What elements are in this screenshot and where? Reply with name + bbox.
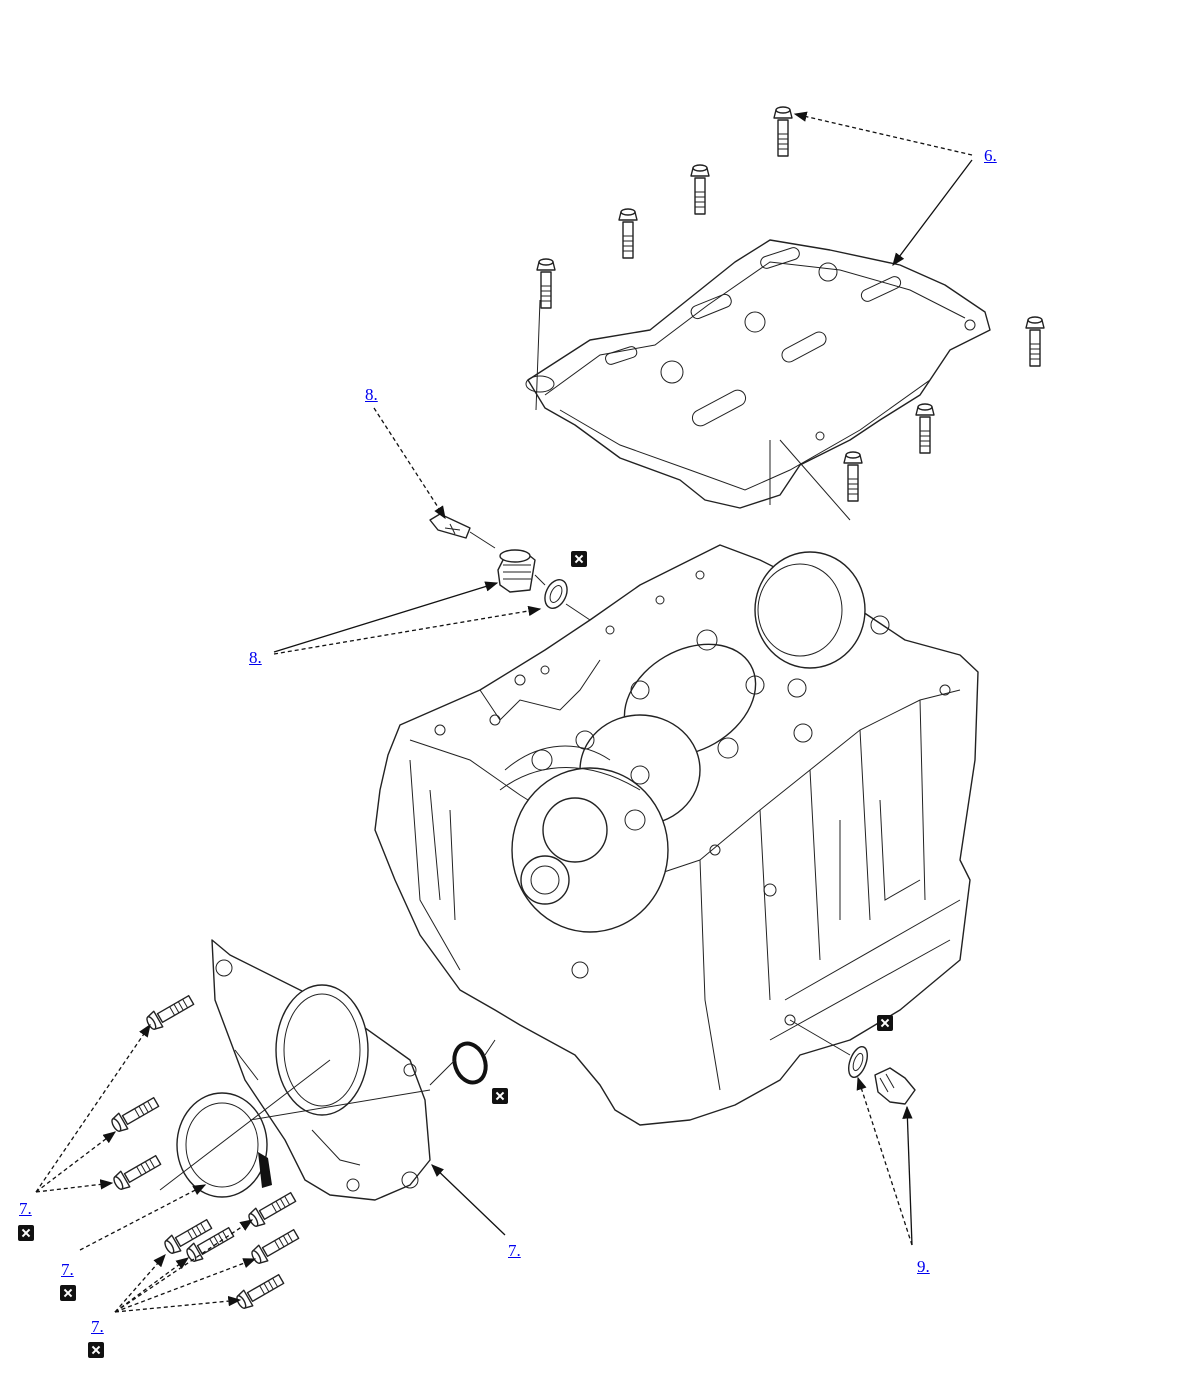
- callout-retainer-bolts-a[interactable]: 7.: [19, 1199, 32, 1218]
- callout-rear-cover[interactable]: 7.: [508, 1241, 521, 1260]
- replace-part-icon: [60, 1285, 76, 1301]
- callout-sensor-left[interactable]: 8.: [249, 648, 262, 667]
- callout-rear-seal[interactable]: 7.: [61, 1260, 74, 1279]
- drain-plug: [789, 1019, 916, 1105]
- callout-retainer-bolts-b[interactable]: 7.: [91, 1317, 104, 1336]
- callout-drain-plug[interactable]: 9.: [917, 1257, 930, 1276]
- replace-part-icon: [492, 1088, 508, 1104]
- replace-part-icon: [88, 1342, 104, 1358]
- cylinder-block: [374, 544, 979, 1126]
- replace-part-icon: [571, 551, 587, 567]
- rear-oil-seal-retainer: [159, 939, 496, 1201]
- oil-pressure-sensor: [429, 513, 591, 621]
- replace-part-icon: [877, 1015, 893, 1031]
- callout-sensor-top[interactable]: 8.: [365, 385, 378, 404]
- leader-lines: [35, 111, 973, 1313]
- callout-upper-cover[interactable]: 6.: [984, 146, 997, 165]
- upper-baffle-cover: [525, 239, 991, 521]
- replace-part-icon: [18, 1225, 34, 1241]
